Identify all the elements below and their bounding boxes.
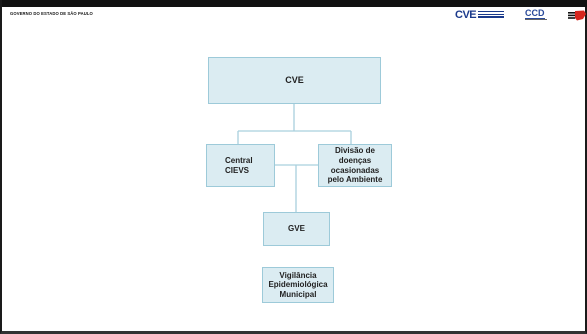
node-cve-label: CVE [285, 74, 304, 85]
node-gve: GVE [263, 212, 330, 246]
sp-map-flag-icon [568, 10, 586, 21]
node-vigilancia-label: Vigilância Epidemiológica Municipal [268, 270, 328, 299]
node-divisao-label: Divisão de doenças ocasionadas pelo Ambi… [327, 146, 383, 185]
cve-logo: CVE [455, 9, 505, 22]
cve-logo-mark: CVE [455, 9, 477, 21]
node-cve: CVE [208, 57, 381, 104]
cve-logo-lines [478, 11, 504, 19]
node-central-cievs: Central CIEVS [206, 144, 275, 187]
top-bar [2, 0, 587, 7]
ccd-logo: CCD [523, 8, 549, 22]
node-gve-label: GVE [288, 224, 305, 234]
node-divisao-doencas-ambiente: Divisão de doenças ocasionadas pelo Ambi… [318, 144, 392, 187]
node-vigilancia-epidemiologica-municipal: Vigilância Epidemiológica Municipal [262, 267, 334, 303]
ccd-logo-mark: CCD [525, 8, 545, 19]
node-central-cievs-label: Central CIEVS [225, 155, 253, 175]
government-title: GOVERNO DO ESTADO DE SÃO PAULO [10, 11, 93, 16]
